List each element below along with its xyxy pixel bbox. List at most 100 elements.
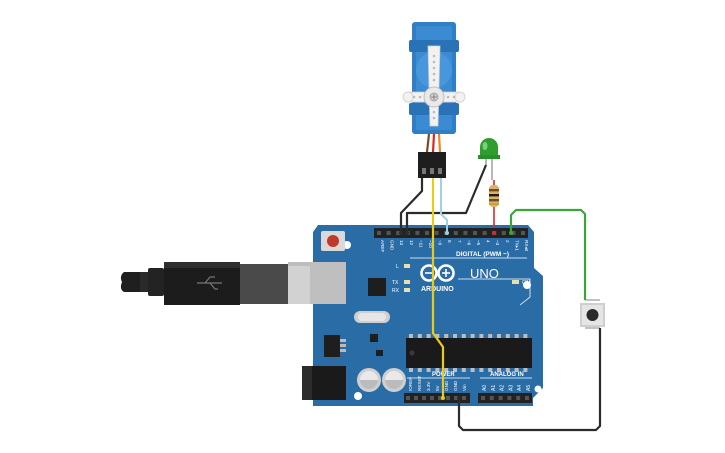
- capacitor: [382, 368, 406, 392]
- chip-pin: [470, 334, 475, 338]
- wire-black-led-gnd: [405, 164, 488, 232]
- svg-text:L: L: [396, 264, 399, 270]
- atmega-microcontroller: [406, 334, 532, 372]
- chip-pin: [409, 334, 413, 338]
- chip-pin: [453, 334, 457, 338]
- power-pin-label: GND: [453, 380, 458, 391]
- wire-blue-servo-signal: [440, 178, 448, 232]
- power-pin-label: Vin: [462, 384, 467, 391]
- led-indicators: L TX RX ON: [392, 264, 530, 294]
- digital-pin-label: 12: [409, 240, 414, 246]
- header-hole[interactable]: [396, 231, 401, 235]
- digital-pin-label: RX◂0: [524, 240, 529, 252]
- mounting-hole: [534, 385, 542, 393]
- chip-pin: [409, 368, 413, 372]
- power-pin-label: RESET: [417, 375, 422, 391]
- chip-pin: [497, 334, 501, 338]
- model-label: UNO: [470, 266, 499, 281]
- header-hole[interactable]: [507, 396, 512, 400]
- header-hole[interactable]: [525, 396, 529, 400]
- chip-pin: [488, 368, 493, 372]
- servo-horn-icon: [402, 45, 466, 127]
- digital-pin-label: ~11: [418, 240, 423, 248]
- digital-header-label: DIGITAL (PWM ~): [456, 251, 509, 258]
- chip-pin: [514, 334, 519, 338]
- analog-header: [478, 393, 532, 403]
- digital-pin-label: 7: [457, 240, 462, 243]
- header-hole[interactable]: [516, 396, 521, 400]
- header-hole[interactable]: [473, 231, 477, 235]
- chip-pin: [461, 368, 466, 372]
- resistor[interactable]: [489, 180, 499, 228]
- digital-pin-label: GND: [390, 240, 395, 251]
- header-hole[interactable]: [501, 231, 506, 235]
- chip-pin: [488, 334, 493, 338]
- header-hole[interactable]: [430, 396, 434, 400]
- mounting-hole: [523, 281, 531, 289]
- analog-pin-label: A5: [526, 385, 532, 391]
- green-led[interactable]: [478, 138, 500, 180]
- header-hole[interactable]: [521, 231, 525, 235]
- header-hole[interactable]: [414, 396, 418, 400]
- header-hole[interactable]: [422, 396, 426, 400]
- header-hole[interactable]: [498, 396, 503, 400]
- dc-power-jack: [302, 366, 346, 400]
- digital-pin-label: ~6: [466, 240, 471, 246]
- digital-pin-label: ~3: [495, 240, 500, 246]
- digital-pin-label: ~9: [438, 240, 443, 246]
- pushbutton[interactable]: [580, 299, 605, 329]
- svg-text:RX: RX: [392, 288, 400, 294]
- digital-pin-label: 2: [505, 240, 510, 243]
- chip-pin: [505, 368, 510, 372]
- chip-pin: [479, 368, 484, 372]
- usb-jack: [310, 262, 346, 304]
- usb-symbol-icon: [197, 276, 222, 290]
- reset-button[interactable]: [321, 231, 345, 251]
- header-hole[interactable]: [489, 396, 494, 400]
- header-hole[interactable]: [462, 396, 466, 400]
- header-hole[interactable]: [482, 231, 487, 235]
- header-hole[interactable]: [454, 396, 458, 400]
- servo-connector: [418, 152, 446, 178]
- power-pin-label: 3.3V: [426, 381, 431, 391]
- digital-header: [374, 228, 528, 238]
- header-hole[interactable]: [386, 231, 391, 235]
- wire-green-button: [509, 208, 587, 300]
- analog-pin-label: A2: [500, 385, 506, 391]
- mounting-hole: [354, 392, 362, 400]
- header-hole[interactable]: [377, 231, 381, 235]
- voltage-regulator: [324, 335, 340, 357]
- servo-motor[interactable]: [402, 22, 466, 178]
- chip-pin: [479, 334, 484, 338]
- header-hole[interactable]: [425, 231, 429, 235]
- chip-pin: [435, 368, 440, 372]
- chip-pin: [497, 368, 501, 372]
- chip-pin: [426, 368, 431, 372]
- chip-pin: [444, 368, 449, 372]
- chip-pin: [523, 334, 528, 338]
- header-hole[interactable]: [463, 231, 468, 235]
- header-hole[interactable]: [511, 231, 516, 235]
- power-pin-label: GND: [444, 380, 449, 391]
- header-hole[interactable]: [434, 231, 439, 235]
- chip-pin: [461, 334, 466, 338]
- capacitor: [357, 368, 381, 392]
- digital-pin-label: 8: [447, 240, 452, 243]
- header-hole[interactable]: [453, 231, 458, 235]
- header-hole[interactable]: [446, 396, 450, 400]
- analog-pin-label: A0: [482, 385, 488, 391]
- chip-pin: [470, 368, 475, 372]
- header-hole[interactable]: [415, 231, 420, 235]
- header-hole[interactable]: [481, 396, 485, 400]
- header-hole[interactable]: [406, 396, 410, 400]
- header-hole[interactable]: [438, 396, 442, 400]
- digital-pin-label: 13: [399, 240, 404, 246]
- svg-text:ON: ON: [522, 280, 530, 286]
- wire-black-button-gnd: [457, 328, 602, 432]
- usb-chip: [368, 278, 386, 296]
